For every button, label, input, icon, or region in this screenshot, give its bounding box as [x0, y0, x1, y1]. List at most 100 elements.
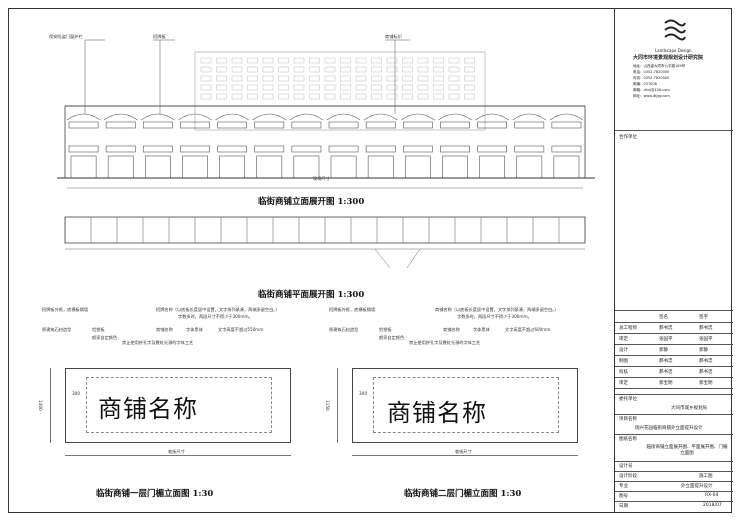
client-row — [615, 394, 733, 395]
door-second-note-forbid: 禁止使用拼孔字及霓虹光源的字体工艺 — [409, 340, 481, 345]
door-first-note-sign2: 字数多时，两段尺寸不得少于300mm。 — [178, 314, 253, 319]
background-window — [262, 57, 274, 64]
shop-sign-board — [365, 145, 396, 153]
door-first-note-font: 商铺名称 — [156, 327, 173, 332]
shop-sign-board — [254, 121, 285, 129]
drawing-label: 图纸名称 — [619, 437, 637, 442]
door-second-note-height: 文字高度不超过600mm — [505, 327, 551, 332]
background-window — [386, 57, 398, 64]
background-window — [293, 93, 305, 100]
sign-row — [615, 355, 733, 356]
sign-row-name: 签名 — [659, 315, 668, 320]
background-window — [200, 93, 212, 100]
shop-sign-board — [514, 145, 545, 153]
background-window — [278, 66, 289, 73]
background-window — [262, 84, 274, 91]
background-window — [231, 84, 243, 91]
background-window — [309, 75, 320, 82]
sign-row — [615, 344, 733, 345]
design-no-label: 设计号 — [619, 464, 633, 469]
background-window — [433, 84, 444, 91]
background-window — [371, 66, 382, 73]
background-window — [433, 75, 444, 82]
title-block: Landscape Design 大同市环境景观规划设计研究院 地址：山西省大同… — [614, 8, 733, 513]
shop-sign-board — [328, 121, 359, 129]
door-second-title: 临街商铺二层门楣立面图 1:30 — [404, 489, 522, 499]
shop-sign-board — [68, 145, 99, 153]
background-window — [200, 84, 212, 91]
background-window — [293, 84, 305, 91]
door-second-note-sign: 商铺名称（以底板长度居中设置，文字排列紧凑，两端多留空白。） — [435, 307, 559, 312]
shop-sign-board — [180, 145, 210, 153]
sign-row — [615, 377, 733, 378]
background-window — [340, 66, 351, 73]
background-window — [216, 75, 227, 82]
background-window — [340, 75, 351, 82]
background-window — [262, 66, 274, 73]
background-window — [355, 84, 367, 91]
background-window — [309, 84, 320, 91]
shop-sign-board — [180, 121, 210, 129]
background-window — [355, 93, 367, 100]
web-line: 网址：www.dtjgy.com — [633, 94, 670, 98]
shop-door — [144, 155, 171, 179]
shop-door — [442, 155, 468, 179]
shop-bay — [252, 113, 287, 179]
shop-bay — [401, 113, 435, 179]
label-site-dim: 现场尺寸 — [313, 176, 330, 181]
background-window — [278, 57, 289, 64]
background-window — [402, 75, 413, 82]
background-window — [371, 93, 382, 100]
sign-row-sig: 郭静 — [699, 348, 708, 353]
design-no-row — [615, 461, 733, 462]
sign-row — [615, 333, 733, 334]
door-first-note-font2: 字体黑体 — [186, 327, 203, 332]
shop-bay — [326, 113, 361, 179]
client-label: 委托单位 — [619, 397, 637, 402]
shop-sign-board — [217, 121, 248, 129]
logo-caption: Landscape Design — [655, 48, 692, 53]
background-window — [402, 57, 413, 64]
shop-door — [293, 155, 320, 179]
no-value: RX-04 — [705, 493, 719, 498]
background-window — [293, 75, 305, 82]
background-window — [464, 75, 475, 82]
sign-row-name: 张国平 — [659, 337, 673, 342]
background-window — [324, 66, 336, 73]
mail-line: 邮箱：dhxj@126.com — [633, 88, 670, 92]
door-second-note-sign2: 字数多时，两段尺寸不得少于300mm。 — [457, 314, 532, 319]
shop-door — [219, 155, 246, 179]
door-first-title: 临街商铺一层门楣立面图 1:30 — [96, 489, 214, 499]
shop-bay — [438, 113, 472, 179]
door-first-dim-left-line — [50, 368, 51, 443]
sign-row-sig: 郝书忠 — [699, 370, 713, 375]
door-second-dim-bottom-line — [352, 455, 578, 456]
no-label: 图号 — [619, 494, 628, 499]
background-window — [262, 75, 274, 82]
door-first-note-stone: 原建筑石材造型 — [42, 327, 72, 332]
shop-sign-board — [365, 121, 396, 129]
background-window — [200, 66, 212, 73]
background-window — [448, 93, 460, 100]
background-window — [448, 66, 460, 73]
shop-door — [516, 155, 543, 179]
background-window — [293, 57, 305, 64]
background-window — [340, 84, 351, 91]
shop-bay — [66, 113, 101, 179]
background-window — [216, 66, 227, 73]
door-second-board — [373, 377, 559, 433]
background-window — [200, 75, 212, 82]
background-window — [340, 57, 351, 64]
shop-sign-board — [402, 121, 433, 129]
door-first-note-sign: 招牌名称（以底板长度居中设置，文字排列紧凑，两端多留空白。） — [156, 307, 280, 312]
background-window — [247, 75, 258, 82]
sign-row-sig: 郝书忠 — [699, 359, 713, 364]
shop-sign-board — [105, 145, 136, 153]
door-second-note-board: 铝塑板 — [379, 327, 392, 332]
background-window — [278, 75, 289, 82]
background-window — [324, 75, 336, 82]
plan-svg — [64, 216, 586, 269]
project-row — [615, 414, 733, 415]
institute-logo-icon — [664, 19, 686, 41]
background-window — [309, 57, 320, 64]
